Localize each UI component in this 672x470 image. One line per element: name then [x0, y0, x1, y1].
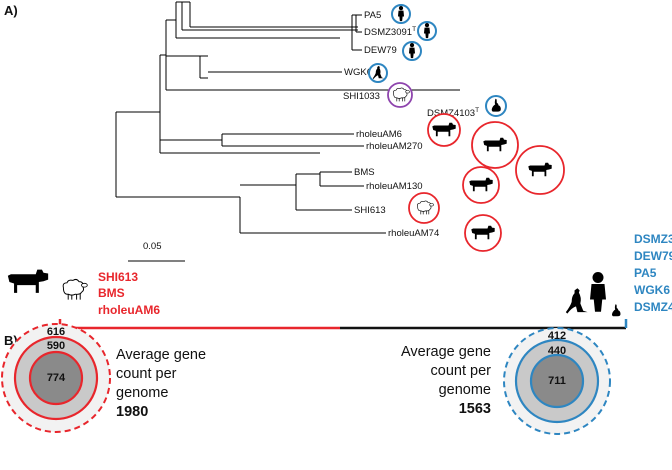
tree-leaf: SHI613 — [354, 205, 386, 216]
gene-count-inner: 711 — [548, 375, 566, 387]
sheep-icon — [408, 192, 440, 224]
non-ruminant-strain: DSMZ4103T — [634, 299, 672, 314]
panel-label-a: A) — [4, 3, 18, 18]
non-ruminant-host-group: DSMZ3091T DEW79 PA5 WGK6 DSMZ4103T — [565, 231, 672, 317]
phylogenetic-tree: PA5 DSMZ3091T DEW79 WGK6 SHI1033 DSMZ410… — [115, 1, 565, 262]
tree-leaf: DSMZ4103T — [427, 107, 479, 119]
average-caption-line: Average gene — [401, 344, 491, 360]
host-group-bar — [58, 319, 628, 330]
tree-leaf: DSMZ3091T — [364, 26, 416, 38]
human-icon — [590, 272, 606, 312]
average-caption-line: genome — [116, 385, 168, 401]
tree-leaf: WGK6 — [344, 67, 372, 78]
average-caption-line: genome — [439, 382, 491, 398]
rabbit-icon — [485, 95, 507, 117]
human-icon — [402, 41, 422, 61]
scale-bar-label: 0.05 — [143, 241, 162, 252]
average-caption-line: Average gene — [116, 347, 206, 363]
tree-leaf: rholeuAM74 — [388, 228, 439, 239]
tree-leaf: PA5 — [364, 10, 381, 21]
tree-leaf: rholeuAM6 — [356, 129, 402, 140]
gene-count-outer: 616 — [47, 326, 65, 338]
cow-icon — [427, 113, 461, 147]
tree-leaf: rholeuAM130 — [366, 181, 423, 192]
gene-count-middle: 440 — [548, 345, 566, 357]
tree-leaf: DEW79 — [364, 45, 397, 56]
average-caption-line: count per — [116, 366, 177, 382]
non-ruminant-strain: PA5 — [634, 266, 657, 280]
cow-icon — [471, 121, 519, 169]
gene-count-middle: 590 — [47, 340, 65, 352]
rabbit-icon — [612, 304, 621, 317]
average-caption-line: count per — [431, 363, 492, 379]
average-gene-count: 1563 — [459, 401, 491, 417]
human-icon — [391, 4, 411, 24]
sheep-icon — [62, 278, 88, 301]
tree-branches — [115, 1, 460, 234]
cow-icon — [462, 166, 500, 204]
sheep-icon — [387, 82, 413, 108]
average-gene-count-non-ruminant: Average gene count per genome 1563 — [401, 344, 491, 417]
gene-count-inner: 774 — [47, 372, 66, 384]
tree-leaf: rholeuAM270 — [366, 141, 423, 152]
non-ruminant-strain: DSMZ3091T — [634, 231, 672, 246]
gene-count-outer: 412 — [548, 330, 566, 342]
average-gene-count-ruminant: Average gene count per genome 1980 — [116, 347, 206, 420]
kangaroo-icon — [565, 288, 588, 314]
tree-leaf: BMS — [354, 167, 375, 178]
gene-circles-ruminant: 616 590 774 — [1, 323, 111, 433]
ruminant-strain: BMS — [98, 286, 125, 300]
gene-circles-non-ruminant: 412 440 711 — [503, 327, 611, 435]
kangaroo-icon — [368, 63, 388, 83]
cow-icon — [464, 214, 502, 252]
ruminant-strain: rholeuAM6 — [98, 303, 160, 317]
non-ruminant-strain: WGK6 — [634, 283, 670, 297]
ruminant-host-group: SHI613 BMS rholeuAM6 — [7, 269, 160, 317]
average-gene-count: 1980 — [116, 404, 148, 420]
non-ruminant-strain: DEW79 — [634, 249, 672, 263]
scale-bar: 0.05 — [128, 241, 185, 262]
cow-icon — [7, 269, 49, 293]
ruminant-strain: SHI613 — [98, 270, 138, 284]
cow-icon — [515, 145, 565, 195]
tree-leaf: SHI1033 — [343, 91, 380, 102]
human-icon — [417, 21, 437, 41]
